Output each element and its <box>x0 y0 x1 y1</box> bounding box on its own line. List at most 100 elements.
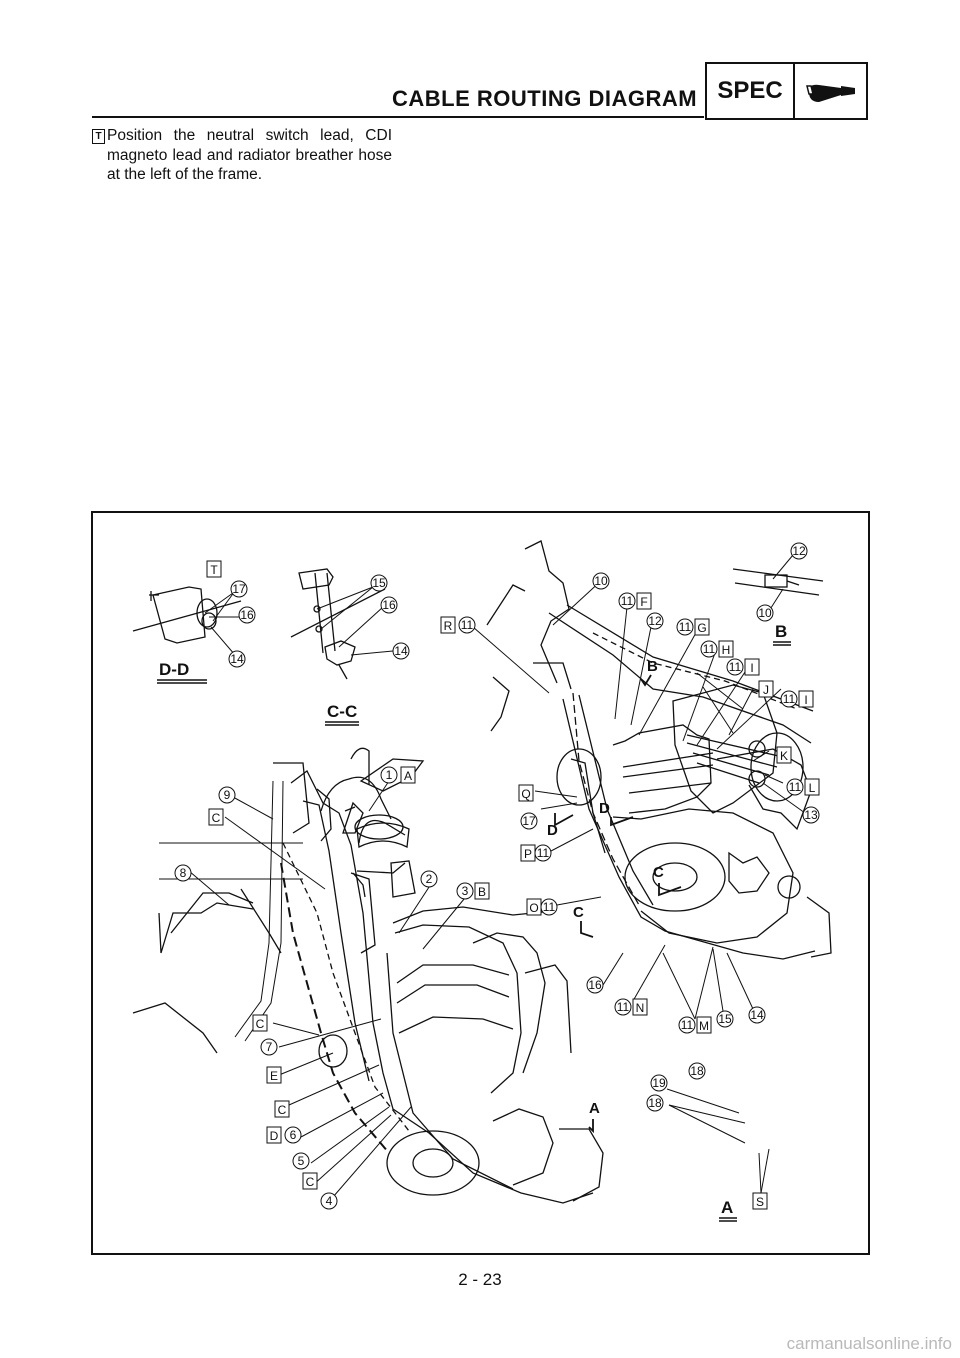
letter-h: H <box>718 640 734 658</box>
callout-9: 9 <box>218 786 236 804</box>
svg-text:12: 12 <box>648 614 662 628</box>
spec-box: SPEC <box>705 62 868 120</box>
callout-2: 2 <box>420 870 438 888</box>
callout-11-o: 11 <box>540 898 558 916</box>
svg-text:10: 10 <box>594 574 608 588</box>
svg-text:2: 2 <box>426 872 433 886</box>
callout-11-n: 11 <box>614 998 632 1016</box>
svg-text:N: N <box>636 1001 645 1015</box>
callout-16-main: 16 <box>586 976 604 994</box>
callout-10-b: 10 <box>756 604 774 622</box>
callout-19: 19 <box>650 1074 668 1092</box>
svg-text:11: 11 <box>789 780 802 794</box>
svg-text:18: 18 <box>690 1064 704 1078</box>
view-arrows: B D D C C A <box>547 658 682 1134</box>
cable-routing-diagram: D-D C-C B A B D D C C A <box>91 511 870 1255</box>
letter-l: L <box>804 778 820 796</box>
svg-text:3: 3 <box>462 884 469 898</box>
letter-d: D <box>266 1126 282 1144</box>
svg-text:B: B <box>478 885 486 899</box>
callout-17-main: 17 <box>520 812 538 830</box>
svg-text:11: 11 <box>681 1018 694 1032</box>
callout-11-m: 11 <box>678 1016 696 1034</box>
callout-3: 3 <box>456 882 474 900</box>
svg-text:C: C <box>212 811 221 825</box>
svg-text:C: C <box>256 1017 265 1031</box>
section-label-a: A <box>721 1198 733 1217</box>
callout-13: 13 <box>802 806 820 824</box>
callout-8: 8 <box>174 864 192 882</box>
callout-12-main: 12 <box>646 612 664 630</box>
svg-text:I: I <box>750 661 753 675</box>
number-callouts: 17 16 14 15 16 14 12 10 10 11 11 12 11 1… <box>174 542 820 1210</box>
section-labels: D-D C-C B A <box>157 622 791 1222</box>
callout-17-dd: 17 <box>230 580 248 598</box>
view-arrow-d1: D <box>599 800 610 817</box>
watermark: carmanualsonline.info <box>786 1334 952 1353</box>
callout-7: 7 <box>260 1038 278 1056</box>
letter-b: B <box>474 882 490 900</box>
svg-text:12: 12 <box>792 544 806 558</box>
letter-j: J <box>758 680 774 698</box>
svg-text:K: K <box>780 749 788 763</box>
callout-11-i1: 11 <box>726 658 744 676</box>
callout-6: 6 <box>284 1126 302 1144</box>
svg-text:P: P <box>524 847 532 861</box>
letter-o: O <box>526 898 542 916</box>
svg-text:16: 16 <box>240 608 254 622</box>
svg-text:11: 11 <box>543 900 556 914</box>
letter-m: M <box>696 1016 712 1034</box>
letter-r: R <box>440 616 456 634</box>
letter-i1: I <box>744 658 760 676</box>
letter-n: N <box>632 998 648 1016</box>
svg-text:Q: Q <box>521 787 530 801</box>
callout-11-i2: 11 <box>780 690 798 708</box>
letter-c1: C <box>208 808 224 826</box>
diagram-drawing: D-D C-C B A B D D C C A <box>132 540 832 1222</box>
routing-note: T Position the neutral switch lead, CDI … <box>92 126 392 185</box>
callout-1: 1 <box>380 766 398 784</box>
svg-text:18: 18 <box>648 1096 662 1110</box>
svg-text:8: 8 <box>180 866 187 880</box>
svg-text:11: 11 <box>729 660 742 674</box>
svg-text:F: F <box>640 595 647 609</box>
svg-text:S: S <box>756 1195 764 1209</box>
header-rule <box>92 116 704 118</box>
letter-k: K <box>776 746 792 764</box>
callout-11-l: 11 <box>786 778 804 796</box>
svg-text:7: 7 <box>266 1040 273 1054</box>
svg-text:M: M <box>699 1019 709 1033</box>
svg-text:T: T <box>210 563 218 577</box>
svg-text:14: 14 <box>230 652 244 666</box>
svg-text:14: 14 <box>750 1008 764 1022</box>
svg-text:17: 17 <box>522 814 536 828</box>
svg-text:14: 14 <box>394 644 408 658</box>
note-marker: T <box>92 129 105 144</box>
callout-14-dd: 14 <box>228 650 246 668</box>
section-label-dd: D-D <box>159 660 189 679</box>
svg-text:C: C <box>306 1175 315 1189</box>
svg-text:E: E <box>270 1069 278 1083</box>
svg-text:A: A <box>404 769 412 783</box>
callout-4: 4 <box>320 1192 338 1210</box>
note-text: Position the neutral switch lead, CDI ma… <box>107 127 392 183</box>
svg-text:H: H <box>722 643 731 657</box>
letter-i2: I <box>798 690 814 708</box>
svg-text:4: 4 <box>326 1194 333 1208</box>
callout-18-bottom: 18 <box>646 1094 664 1112</box>
callout-14-main: 14 <box>748 1006 766 1024</box>
letter-c3: C <box>274 1100 290 1118</box>
letter-callouts: T F R G H I J I K L Q P O N M A C B C E … <box>206 560 820 1210</box>
callout-12-b: 12 <box>790 542 808 560</box>
svg-text:15: 15 <box>718 1012 732 1026</box>
callout-11-r: 11 <box>458 616 476 634</box>
callout-16-cc: 16 <box>380 596 398 614</box>
callout-11-p: 11 <box>534 844 552 862</box>
wrench-icon <box>797 64 866 118</box>
callout-11-f: 11 <box>618 592 636 610</box>
section-label-b: B <box>775 622 787 641</box>
svg-text:C: C <box>278 1103 287 1117</box>
callout-10-main: 10 <box>592 572 610 590</box>
diagram-linework <box>132 540 832 1204</box>
letter-t: T <box>206 560 222 578</box>
